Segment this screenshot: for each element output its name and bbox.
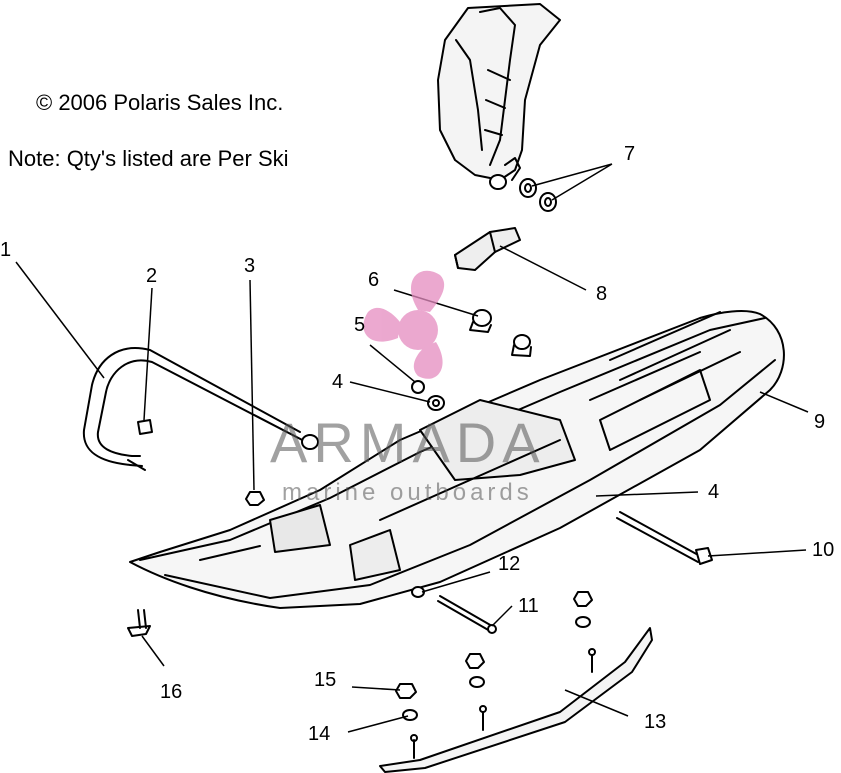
callout-3: 3 [244, 255, 255, 277]
callout-labels: 1 2 3 4 4 5 6 7 8 9 10 11 12 13 14 15 16 [0, 143, 834, 745]
washer-nut-part [411, 380, 445, 411]
callout-12: 12 [498, 553, 520, 575]
rivet-part [127, 609, 151, 637]
callout-5: 5 [354, 314, 365, 336]
armada-watermark: ARMADA marine outboards [270, 270, 546, 506]
callout-10: 10 [812, 539, 834, 561]
lock-nut-part [245, 491, 265, 506]
ski-bolt-part [616, 511, 713, 565]
callout-1: 1 [0, 239, 11, 261]
quantity-note: Note: Qty's listed are Per Ski [8, 146, 289, 171]
ski-saddle-part [454, 227, 521, 271]
callout-4-lower: 4 [708, 481, 719, 503]
runner-nut-part [395, 591, 593, 699]
callout-6: 6 [368, 269, 379, 291]
callout-13: 13 [644, 711, 666, 733]
bushing-part [519, 178, 557, 212]
callout-14: 14 [308, 723, 330, 745]
ski-body-part [129, 310, 785, 609]
callout-9: 9 [814, 411, 825, 433]
plug-part [137, 419, 153, 435]
callout-8: 8 [596, 283, 607, 305]
watermark-brand: ARMADA [270, 411, 546, 474]
wear-bar-bolt-part [437, 595, 497, 634]
runner-washer-part [402, 616, 591, 721]
copyright-notice: © 2006 Polaris Sales Inc. [36, 90, 284, 115]
callout-4-upper: 4 [332, 371, 343, 393]
watermark-tagline: marine outboards [282, 479, 533, 506]
callout-16: 16 [160, 681, 182, 703]
callout-15: 15 [314, 669, 336, 691]
callout-7: 7 [624, 143, 635, 165]
spindle-part [437, 3, 561, 190]
callout-11: 11 [518, 595, 539, 617]
bolt-part [469, 309, 532, 357]
propeller-logo-icon [363, 270, 445, 379]
callout-2: 2 [146, 265, 157, 287]
ski-loop-part [82, 347, 319, 471]
carbide-runner-part [379, 627, 653, 773]
